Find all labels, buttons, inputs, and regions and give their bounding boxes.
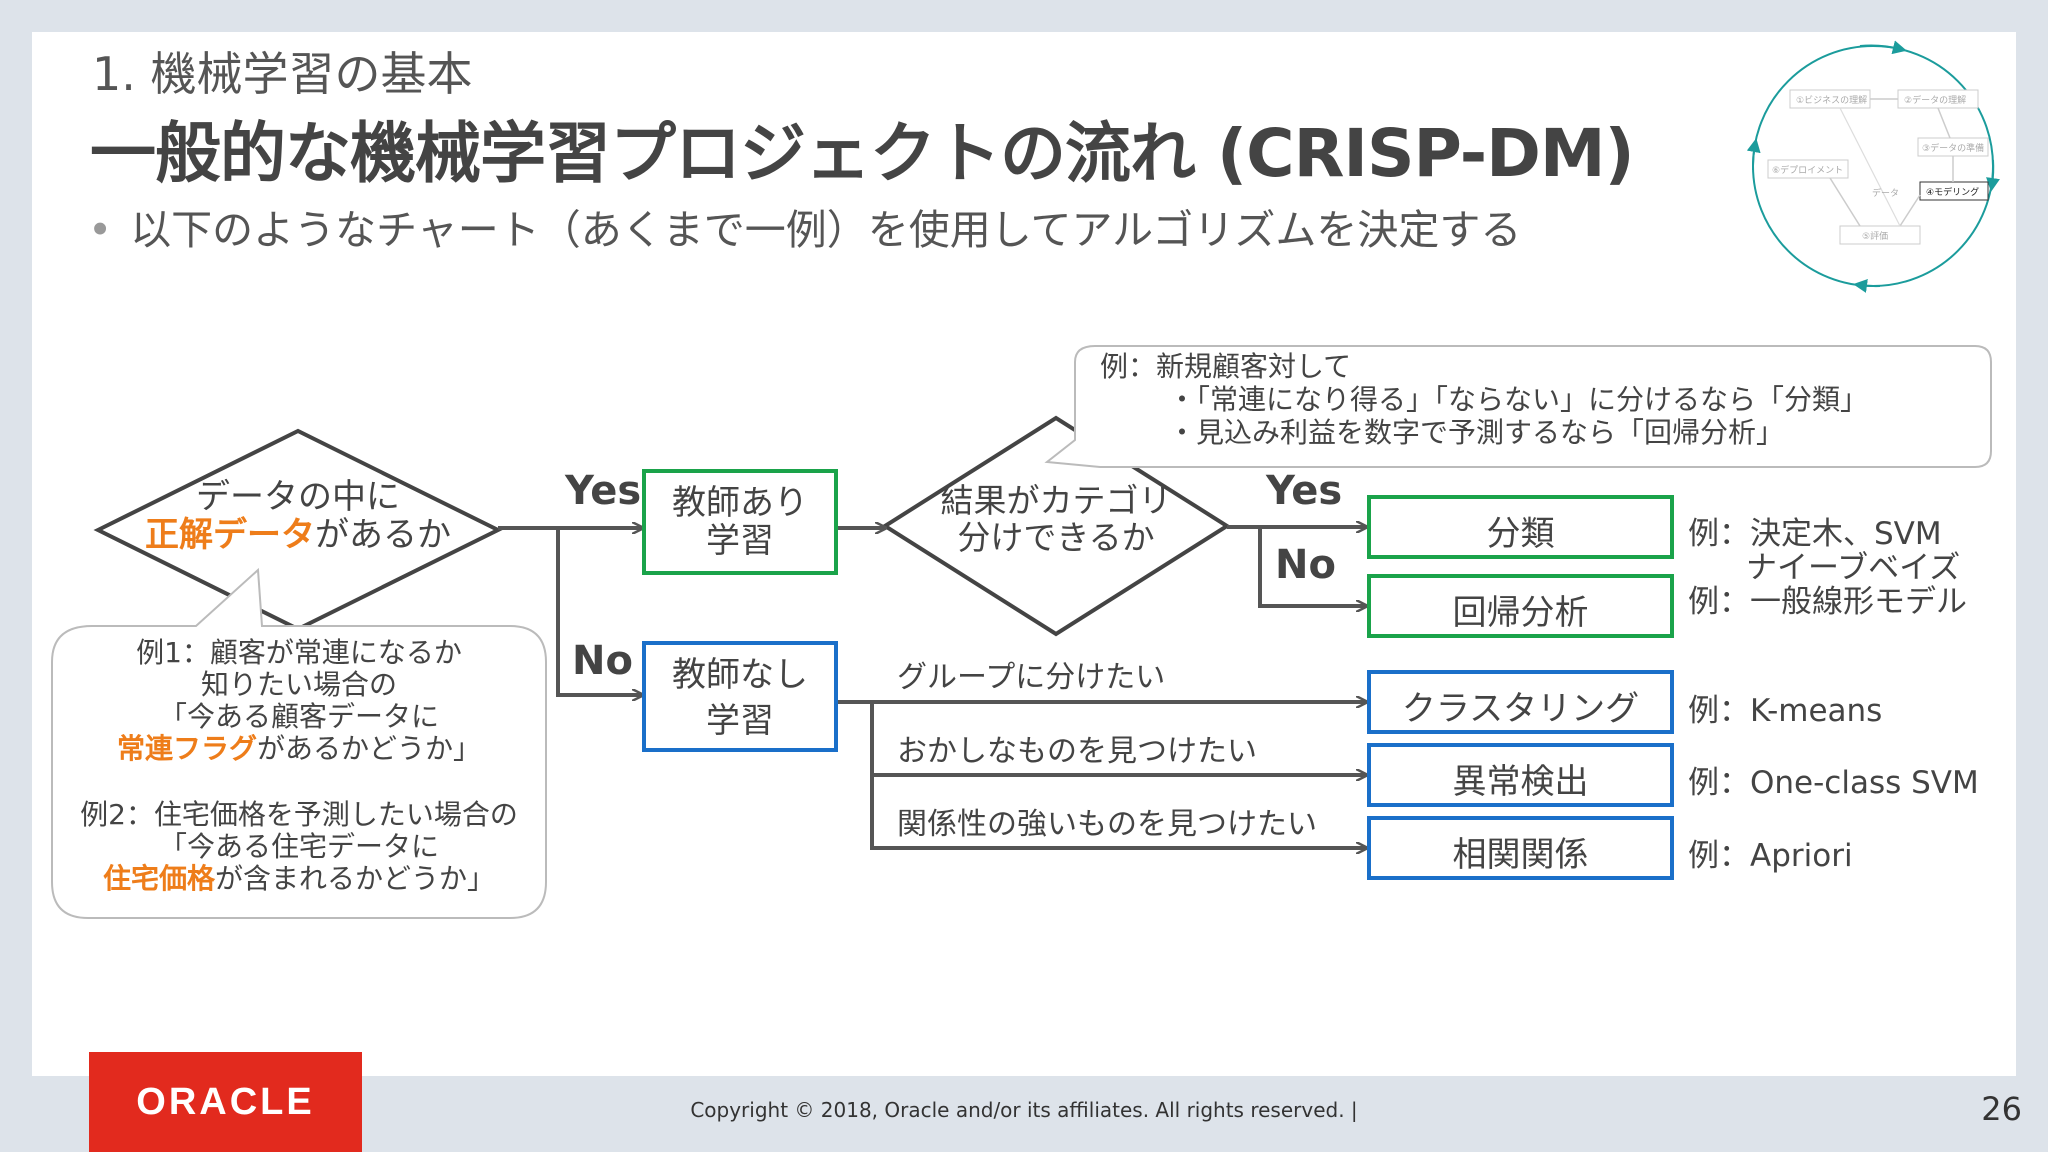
classification-label: 分類 xyxy=(1486,514,1555,554)
anomaly-detection-box xyxy=(1367,743,1674,807)
crisp-step-2: ②データの理解 xyxy=(1904,96,1967,106)
bullet-label: 以下のようなチャート（あくまで一例）を使用してアルゴリズムを決定する xyxy=(130,206,1522,254)
crisp-dm-thumbnail xyxy=(1746,40,2000,293)
callout-left-bubble xyxy=(51,567,547,919)
classification-box xyxy=(1367,495,1674,559)
footer-copyright: Copyright © 2018, Oracle and/or its affi… xyxy=(690,1098,1358,1122)
crisp-step-5: ⑤評価 xyxy=(1862,232,1889,242)
decision-2-line2: 分けできるか xyxy=(957,518,1155,557)
highlight-house-price: 住宅価格 xyxy=(102,862,215,895)
example-clustering: 例：K-means xyxy=(1688,693,1883,729)
callout-top-text: 例：新規顧客対して ・「常連になり得る」「ならない」に分けるなら「分類」 ・見込… xyxy=(1100,350,1869,449)
correlation-label: 相関関係 xyxy=(1452,835,1589,875)
regression-box xyxy=(1367,574,1674,638)
section-title: 1. 機械学習の基本 xyxy=(92,47,473,101)
crisp-step-4: ④モデリング xyxy=(1926,188,1980,198)
bullet-text: • 以下のようなチャート（あくまで一例）を使用してアルゴリズムを決定する xyxy=(88,196,1521,256)
example-anomaly: 例：One-class SVM xyxy=(1688,765,1979,801)
regression-label: 回帰分析 xyxy=(1452,593,1589,633)
clustering-box xyxy=(1367,670,1674,734)
path-label-group: グループに分けたい xyxy=(897,660,1166,695)
supervised-label: 教師あり 学習 xyxy=(672,483,808,561)
crisp-step-3: ③データの準備 xyxy=(1922,144,1985,154)
oracle-logo: ORACLE xyxy=(89,1052,362,1152)
callout-left-text: 例1：顧客が常連になるか 知りたい場合の 「今ある顧客データに 常連フラグがある… xyxy=(80,636,518,895)
bullet-dot-icon: • xyxy=(88,206,113,254)
callout-top-bubble xyxy=(1044,345,1992,468)
page-number: 26 xyxy=(1981,1090,2022,1128)
yes-label-1: Yes xyxy=(565,468,642,514)
decision-1-line2: 正解データがあるか xyxy=(145,515,451,555)
example-classification-2: ナイーブベイズ xyxy=(1746,550,1961,586)
decision-2-line1: 結果がカテゴリ xyxy=(940,481,1172,520)
anomaly-label: 異常検出 xyxy=(1452,762,1589,802)
highlight-regular-flag: 常連フラグ xyxy=(116,732,257,765)
crisp-step-1: ①ビジネスの理解 xyxy=(1796,96,1868,106)
unsupervised-learning-box xyxy=(642,641,838,752)
no-label-1: No xyxy=(572,638,633,684)
decision-1-line1: データの中に xyxy=(196,477,400,517)
example-regression: 例：一般線形モデル xyxy=(1688,584,1967,620)
yes-label-2: Yes xyxy=(1266,468,1343,514)
path-label-related: 関係性の強いものを見つけたい xyxy=(897,807,1317,842)
decision-2-label: 結果がカテゴリ 分けできるか xyxy=(900,482,1212,556)
page-title: 一般的な機械学習プロジェクトの流れ (CRISP-DM) xyxy=(90,115,1635,192)
clustering-label: クラスタリング xyxy=(1401,689,1640,729)
correlation-box xyxy=(1367,816,1674,880)
crisp-step-6: ⑥デプロイメント xyxy=(1772,166,1844,176)
no-label-2: No xyxy=(1275,542,1336,588)
path-label-strange: おかしなものを見つけたい xyxy=(897,734,1257,769)
example-classification: 例：決定木、SVM xyxy=(1688,516,1942,552)
unsupervised-label: 教師なし 学習 xyxy=(672,655,808,741)
decision-1-highlight: 正解データ xyxy=(145,515,315,555)
crisp-data-center: データ xyxy=(1872,189,1900,199)
decision-1-label: データの中に 正解データがあるか xyxy=(138,478,458,554)
supervised-learning-box xyxy=(642,469,838,575)
example-correlation: 例：Apriori xyxy=(1688,838,1853,874)
